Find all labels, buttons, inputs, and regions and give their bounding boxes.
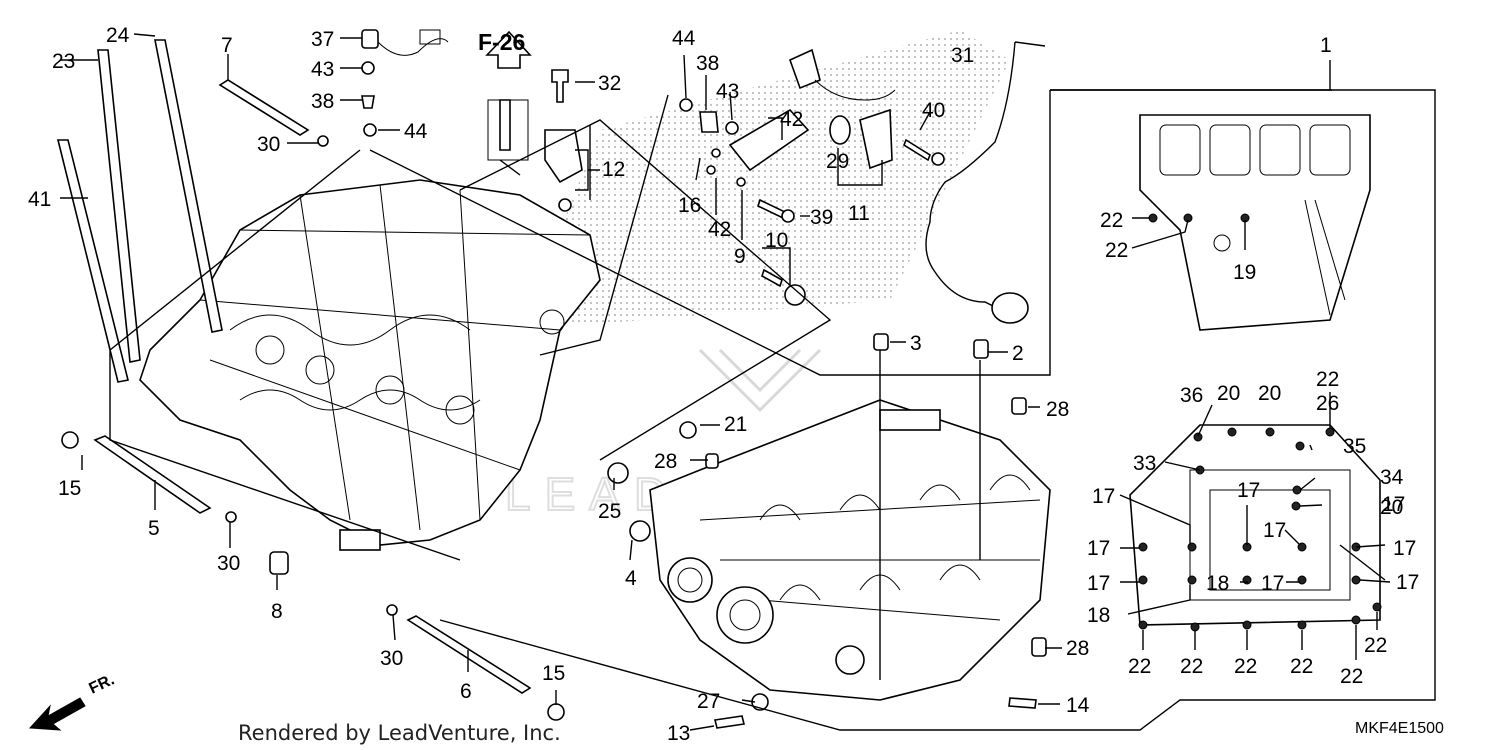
callout-1: 1: [1320, 34, 1332, 57]
callout-30b: 30: [217, 552, 240, 575]
callout-22i: 22: [1364, 634, 1387, 657]
callout-22a: 22: [1100, 209, 1123, 232]
callout-28c: 28: [1066, 637, 1089, 660]
callout-15-left: 15: [58, 477, 81, 500]
callout-22h: 22: [1340, 665, 1363, 688]
callout-41: 41: [28, 188, 51, 211]
callout-44a: 44: [404, 120, 428, 143]
honda-backdrop-pattern: [520, 30, 1010, 330]
callout-37: 37: [311, 28, 334, 51]
callout-17a: 17: [1092, 485, 1115, 508]
callout-39: 39: [810, 206, 833, 229]
callout-17i: 17: [1382, 493, 1405, 516]
callout-11: 11: [848, 202, 870, 225]
callout-17b: 17: [1237, 479, 1260, 502]
callout-22g: 22: [1290, 655, 1313, 678]
callout-21: 21: [724, 413, 747, 436]
callout-30a: 30: [257, 133, 280, 156]
callout-36: 36: [1180, 384, 1203, 407]
callout-14: 14: [1066, 694, 1090, 717]
small-parts-sensor: [679, 48, 945, 306]
callout-15-right: 15: [542, 662, 565, 685]
callout-34: 34: [1380, 466, 1404, 489]
small-plugs: [607, 333, 1047, 729]
section-reference: F-26: [478, 29, 525, 55]
callout-28b: 28: [654, 450, 677, 473]
section-reference-label: F-26: [478, 29, 525, 55]
callout-labels: 1 2 3 4 5 6 7 8 9 10 11 12 13 14 15 15 1…: [28, 24, 1419, 745]
front-arrow-icon: [28, 697, 86, 731]
callout-40: 40: [922, 99, 945, 122]
lower-crankcase: [649, 399, 1051, 701]
callout-23: 23: [52, 50, 75, 73]
callout-28a: 28: [1046, 398, 1069, 421]
callout-17d: 17: [1393, 537, 1416, 560]
callout-17g: 17: [1261, 572, 1284, 595]
callout-38a: 38: [311, 90, 334, 113]
callout-26: 26: [1316, 392, 1339, 415]
callout-4: 4: [625, 567, 637, 590]
callout-13: 13: [667, 722, 690, 745]
callout-18a: 18: [1206, 572, 1229, 595]
callout-2: 2: [1012, 342, 1024, 365]
callout-42a: 42: [780, 108, 803, 131]
leader-lines: [60, 33, 1391, 731]
callout-27: 27: [697, 690, 720, 713]
callout-35: 35: [1343, 435, 1366, 458]
diagram-code: MKF4E1500: [1355, 720, 1444, 737]
render-credit: Rendered by LeadVenture, Inc.: [238, 721, 561, 745]
studs-and-bolts: [56, 39, 565, 721]
callout-17h: 17: [1396, 571, 1419, 594]
crankcase-gasket-upper: [1139, 114, 1371, 331]
callout-17e: 17: [1087, 537, 1110, 560]
front-direction-indicator: FR.: [28, 671, 118, 731]
callout-44b: 44: [672, 27, 696, 50]
callout-20a: 20: [1217, 382, 1240, 405]
wire-harness-31: [925, 41, 1046, 324]
callout-22f: 22: [1234, 655, 1257, 678]
crankcase-gasket-lower: [1129, 424, 1381, 626]
callout-16: 16: [678, 194, 701, 217]
callout-18b: 18: [1087, 604, 1110, 627]
callout-17f: 17: [1087, 572, 1110, 595]
callout-31: 31: [951, 44, 974, 67]
callout-24: 24: [106, 24, 130, 47]
callout-30c: 30: [380, 647, 403, 670]
callout-22b: 22: [1105, 239, 1128, 262]
upper-crankcase: [139, 179, 601, 551]
callout-17c: 17: [1263, 519, 1286, 542]
callout-10: 10: [765, 229, 788, 252]
callout-22c: 22: [1316, 368, 1339, 391]
callout-20c: 20: [1380, 496, 1403, 519]
callout-43a: 43: [311, 58, 334, 81]
callout-19: 19: [1233, 261, 1256, 284]
callout-43b: 43: [716, 80, 739, 103]
callout-29: 29: [826, 150, 849, 173]
callout-3: 3: [910, 332, 922, 355]
callout-22d: 22: [1128, 655, 1151, 678]
callout-7: 7: [221, 34, 233, 57]
group-outline-lines: [109, 60, 1436, 731]
callout-42b: 42: [708, 218, 731, 241]
callout-12: 12: [602, 158, 625, 181]
callout-22e: 22: [1180, 655, 1203, 678]
callout-33: 33: [1133, 452, 1156, 475]
callout-32: 32: [598, 72, 621, 95]
callout-9: 9: [734, 245, 746, 268]
callout-20b: 20: [1258, 382, 1281, 405]
callout-6: 6: [460, 680, 472, 703]
callout-5: 5: [148, 517, 160, 540]
front-direction-label: FR.: [87, 671, 118, 697]
callout-8: 8: [271, 600, 283, 623]
callout-25: 25: [598, 500, 621, 523]
callout-38b: 38: [696, 52, 719, 75]
